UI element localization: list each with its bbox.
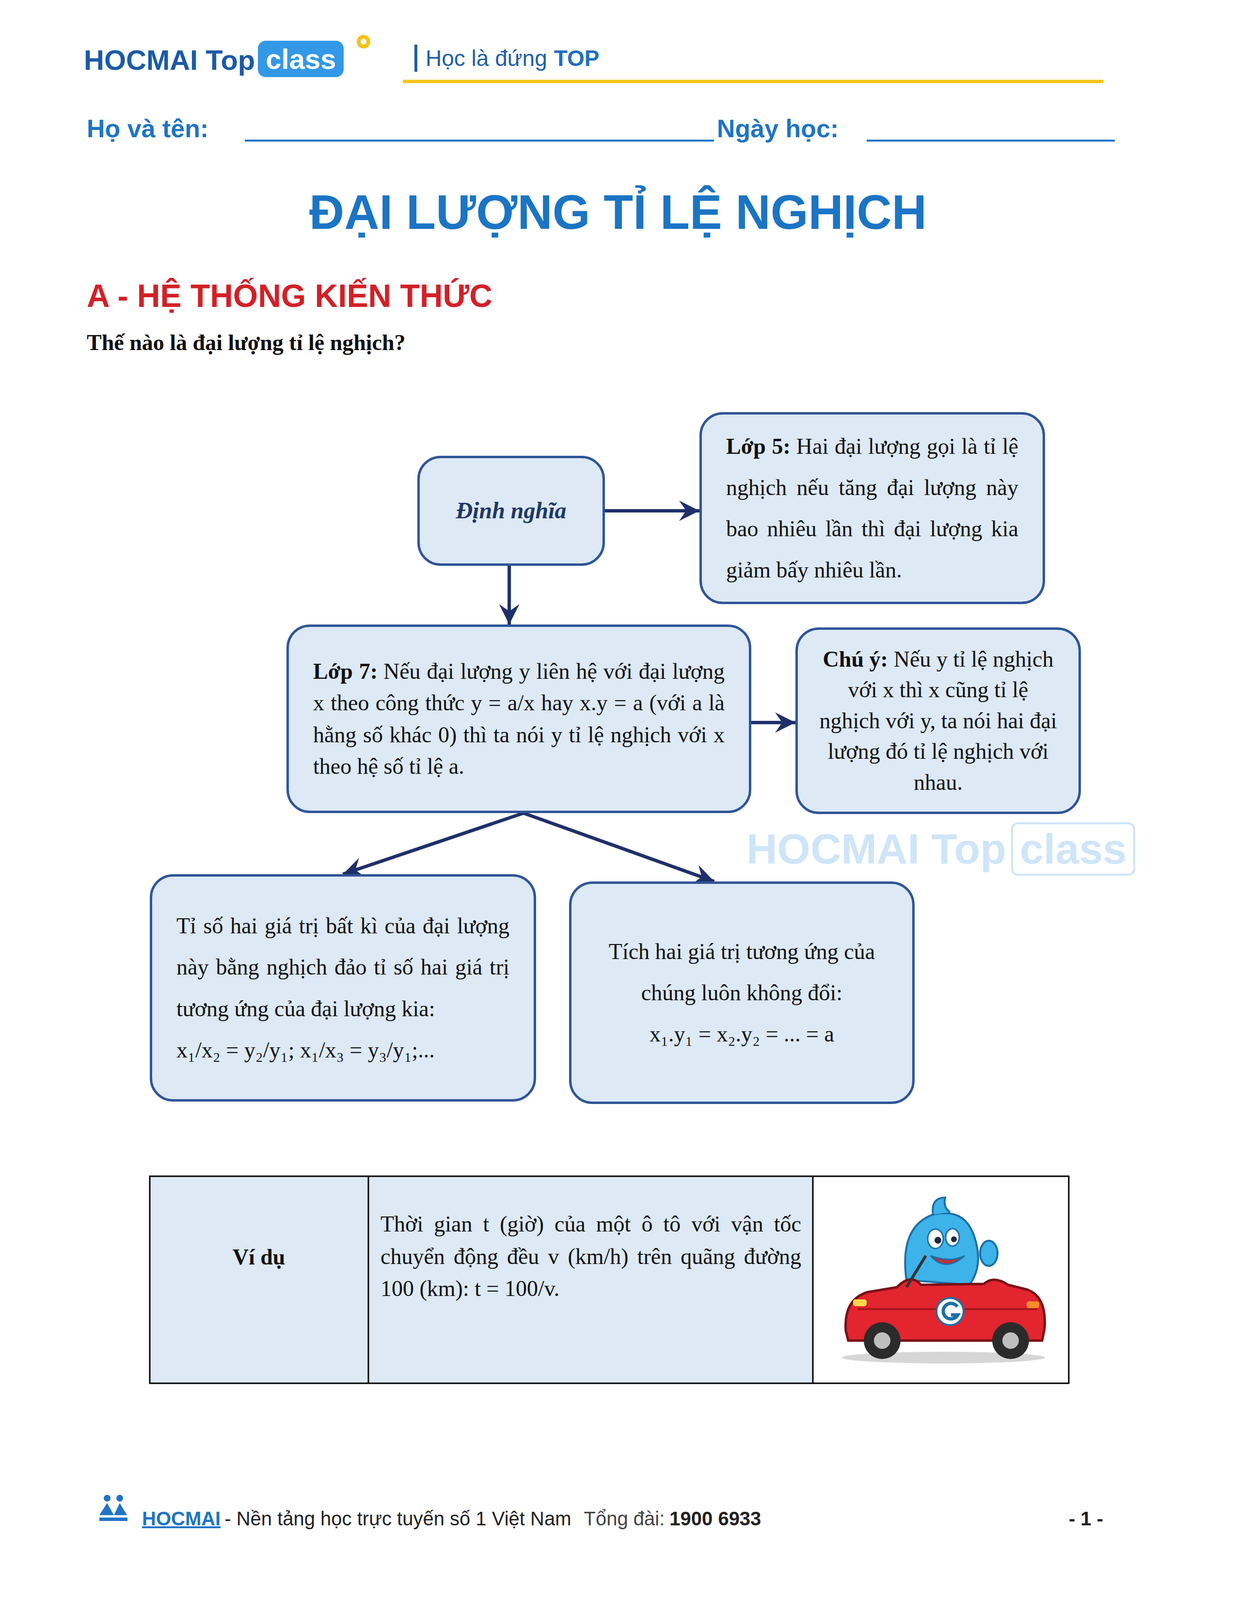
box-text: Tỉ số hai giá trị bất kì của đại lượng n… bbox=[176, 913, 510, 1021]
box-heading: Lớp 5: bbox=[726, 433, 791, 459]
arrow-connector bbox=[343, 812, 524, 874]
box-heading: Chú ý: bbox=[823, 646, 888, 672]
section-heading: A - HỆ THỐNG KIẾN THỨC bbox=[86, 277, 493, 315]
arrow-connector bbox=[604, 508, 700, 513]
concept-box: Định nghĩa bbox=[417, 455, 605, 566]
question-text: Thế nào là đại lượng tỉ lệ nghịch? bbox=[86, 329, 406, 356]
example-table bbox=[149, 1175, 1069, 1383]
info-box: Chú ý:Nếu y tỉ lệ nghịch với x thì x cũn… bbox=[795, 627, 1081, 814]
box-title: Định nghĩa bbox=[455, 497, 567, 523]
page-number: - 1 - bbox=[1068, 1507, 1104, 1530]
box-content: Tích hai giá trị tương ứng của chúng luô… bbox=[595, 930, 888, 1055]
box-content: Lớp 5:Hai đại lượng gọi là tỉ lệ nghịch … bbox=[726, 425, 1019, 591]
box-heading: Lớp 7: bbox=[313, 658, 378, 684]
footer-text: - Nền tảng học trực tuyến số 1 Việt Nam bbox=[224, 1507, 571, 1530]
logo-flower bbox=[356, 34, 371, 49]
info-box: Lớp 5:Hai đại lượng gọi là tỉ lệ nghịch … bbox=[699, 412, 1046, 604]
watermark: HOCMAI Top bbox=[746, 824, 1007, 874]
formula-text: x₁.y₁ = x₂.y₂ = ... = a bbox=[595, 1013, 888, 1055]
arrow-connector bbox=[751, 720, 796, 725]
info-box: Tích hai giá trị tương ứng của chúng luô… bbox=[569, 881, 915, 1104]
box-content: Định nghĩa bbox=[431, 495, 591, 526]
footer-phone: 1900 6933 bbox=[669, 1507, 761, 1530]
footer-logo-icon bbox=[99, 1494, 128, 1521]
info-box: Tỉ số hai giá trị bất kì của đại lượng n… bbox=[149, 873, 537, 1102]
arrow-connector bbox=[523, 812, 714, 882]
form-field: Ngày học: bbox=[716, 113, 839, 143]
arrow-connector bbox=[507, 565, 511, 625]
table-cell: Thời gian t (giờ) của một ô tô với vận t… bbox=[380, 1207, 802, 1305]
slogan-strong: TOP bbox=[554, 45, 600, 72]
header-rule bbox=[402, 79, 1104, 84]
logo-badge: class bbox=[257, 40, 344, 78]
blank-line bbox=[866, 139, 1115, 142]
form-field: Họ và tên: bbox=[86, 113, 209, 143]
slogan: Học là đứng bbox=[425, 45, 548, 72]
logo-text: HOCMAI Top bbox=[83, 43, 255, 77]
box-text: Tích hai giá trị tương ứng của chúng luô… bbox=[608, 938, 875, 1005]
table-cell: Ví dụ bbox=[232, 1243, 286, 1270]
header-bar bbox=[414, 44, 418, 72]
car-illustration bbox=[841, 1197, 1046, 1363]
page-title: ĐẠI LƯỢNG TỈ LỆ NGHỊCH bbox=[309, 184, 927, 240]
formula-text: x₁/x₂ = y₂/y₁; x₁/x₃ = y₃/y₁;... bbox=[176, 1029, 510, 1071]
box-content: Lớp 7:Nếu đại lượng y liên hệ với đại lư… bbox=[313, 655, 725, 782]
box-content: Tỉ số hai giá trị bất kì của đại lượng n… bbox=[176, 904, 510, 1070]
blank-line bbox=[244, 139, 714, 142]
footer-brand: HOCMAI bbox=[142, 1507, 221, 1530]
footer-text: Tổng đài: bbox=[584, 1507, 666, 1530]
info-box: Lớp 7:Nếu đại lượng y liên hệ với đại lư… bbox=[286, 624, 752, 813]
box-content: Chú ý:Nếu y tỉ lệ nghịch với x thì x cũn… bbox=[815, 643, 1062, 798]
watermark: class bbox=[1011, 822, 1136, 876]
